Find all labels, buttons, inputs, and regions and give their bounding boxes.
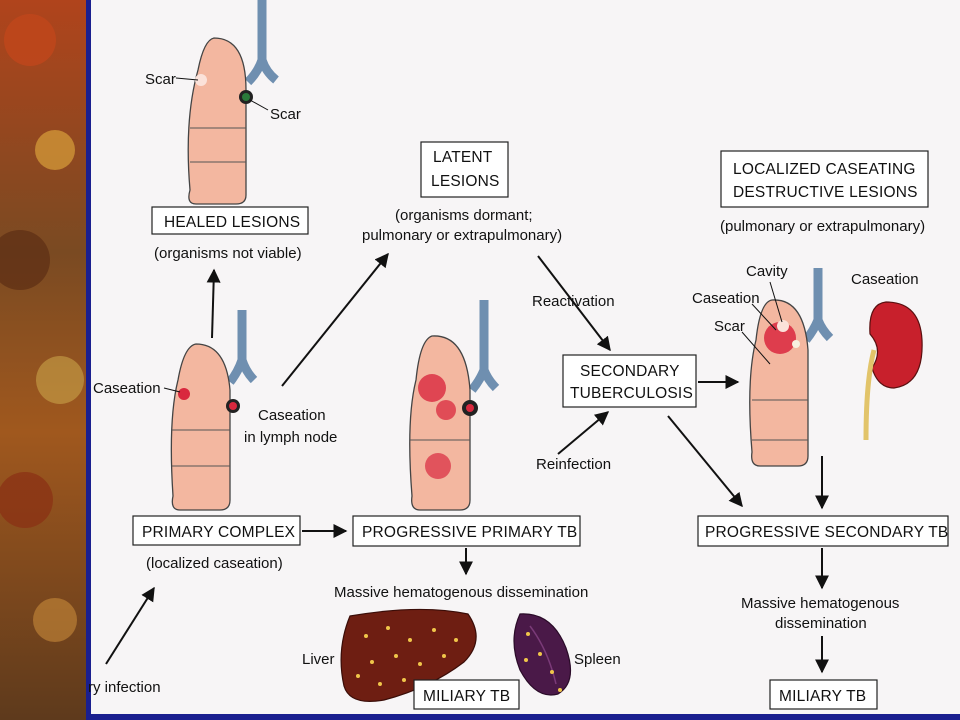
latent-label-line2: LESIONS [431, 173, 500, 190]
localized-caseating-box [720, 150, 929, 208]
miliary-right-box [769, 679, 878, 710]
reinfection-label: Reinfection [536, 456, 611, 473]
infection-fragment-label: ry infection [88, 679, 161, 696]
arrow-infection-to-primary [105, 586, 155, 665]
progressive-primary-label: PROGRESSIVE PRIMARY TB [362, 524, 577, 541]
miliary-left-label: MILIARY TB [423, 688, 510, 705]
secondary-line2: TUBERCULOSIS [570, 385, 693, 402]
localized-label-line2: DESTRUCTIVE LESIONS [733, 184, 918, 201]
caseation-node-line1: Caseation [258, 407, 326, 424]
liver-illustration [340, 608, 477, 702]
arrow-primary-to-healed [206, 268, 221, 339]
latent-lesions-box [420, 141, 509, 198]
spleen-label: Spleen [574, 651, 621, 668]
primary-complex-box [132, 515, 301, 546]
scar-secondary-label: Scar [714, 318, 745, 335]
bottom-divider [86, 714, 960, 720]
progressive-primary-lung-illustration [409, 300, 500, 511]
scar-label-lung: Scar [145, 71, 176, 88]
arrow-reinfection-to-secondary [557, 411, 610, 455]
secondary-line1: SECONDARY [580, 363, 680, 380]
organisms-dormant-line1: (organisms dormant; [395, 207, 533, 224]
pulm-extrapulm-label: (pulmonary or extrapulmonary) [720, 218, 925, 235]
miliary-right-label: MILIARY TB [779, 688, 866, 705]
kidney-illustration [863, 301, 923, 441]
scar-label-node: Scar [270, 106, 301, 123]
healed-lesions-box [151, 206, 309, 235]
spleen-illustration [513, 613, 572, 696]
latent-label-line1: LATENT [433, 149, 493, 166]
secondary-tb-box [562, 354, 697, 408]
caseation-primary-label: Caseation [93, 380, 161, 397]
flow-arrows [105, 252, 829, 674]
massive-dissem-left-label: Massive hematogenous dissemination [334, 584, 588, 601]
progressive-secondary-label: PROGRESSIVE SECONDARY TB [705, 524, 948, 541]
caseation-secondary-label: Caseation [692, 290, 760, 307]
liver-label: Liver [302, 651, 335, 668]
decorative-left-band [0, 0, 86, 720]
caseation-kidney-label: Caseation [851, 271, 919, 288]
organisms-dormant-line2: pulmonary or extrapulmonary) [362, 227, 562, 244]
healed-lesions-label: HEALED LESIONS [164, 214, 300, 231]
localized-label-line1: LOCALIZED CASEATING [733, 161, 916, 178]
progressive-secondary-box [697, 515, 949, 547]
cavity-label: Cavity [746, 263, 788, 280]
primary-lung-illustration [163, 310, 258, 511]
organisms-not-viable-label: (organisms not viable) [154, 245, 302, 262]
massive-dissem-right-line1: Massive hematogenous [741, 595, 899, 612]
arrow-latent-to-secondary [537, 255, 611, 352]
vertical-divider [86, 0, 91, 720]
arrow-primary-to-latent [281, 252, 389, 387]
localized-caseation-label: (localized caseation) [146, 555, 283, 572]
arrow-secondary-to-progressive [667, 415, 743, 508]
progressive-primary-box [352, 515, 581, 547]
caseation-node-line2: in lymph node [244, 429, 337, 446]
massive-dissem-right-line2: dissemination [775, 615, 867, 632]
miliary-left-box [413, 679, 520, 710]
secondary-lung-illustration [741, 268, 834, 467]
healed-lung-illustration [175, 0, 279, 205]
primary-complex-label: PRIMARY COMPLEX [142, 524, 296, 541]
